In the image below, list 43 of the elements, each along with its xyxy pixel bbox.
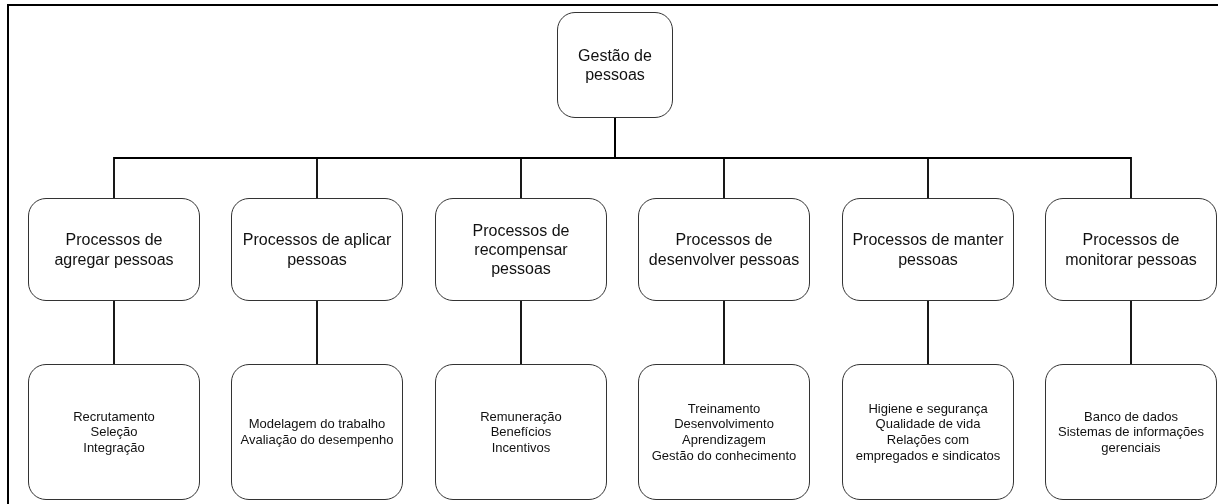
process-box [28,198,200,301]
box-label: Processos de monitorar pessoas [1064,230,1198,269]
activity-box [638,364,810,500]
activity-box [28,364,200,500]
process-box [435,198,607,301]
process-box [842,198,1014,301]
box-label: Recrutamento [73,408,155,425]
process-box [1045,198,1217,301]
activity-box [1045,364,1217,500]
box-label: Incentivos [491,439,551,456]
box-label: Benefícios [490,424,552,440]
box-label: Processos de aplicar pessoas [241,230,393,269]
process-box [638,198,810,301]
box-label: Processos de agregar pessoas [53,230,175,269]
box-label: Processos de desenvolver pessoas [647,230,801,269]
box-label: Avaliação do desempenho [240,432,394,448]
connector-line [1130,300,1132,365]
box-label: Processos de recompensar pessoas [471,220,571,279]
box-label: Desenvolvimento [674,416,774,432]
root-box [557,12,673,118]
box-label: Relações com empregados e sindicatos [854,432,1002,464]
box-label: Qualidade de vida [875,416,981,432]
activity-box [842,364,1014,500]
connector-line [316,300,318,365]
connector-line [927,300,929,365]
connector-line [520,300,522,365]
box-label: Modelagem do trabalho [248,416,386,432]
box-label: Gestão de pessoas [577,45,653,85]
connector-line [113,300,115,365]
activity-box [231,364,403,500]
box-label: Integração [83,439,145,456]
box-label: Sistemas de informações gerenciais [1057,424,1205,456]
box-label: Banco de dados [1084,408,1178,425]
box-label: Gestão do conhecimento [651,447,797,464]
box-label: Processos de manter pessoas [851,230,1005,269]
box-label: Remuneração [480,408,562,425]
box-label: Aprendizagem [682,432,766,448]
box-label: Higiene e segurança [868,400,988,417]
box-label: Treinamento [687,400,761,417]
activity-box [435,364,607,500]
box-label: Seleção [90,424,138,440]
process-box [231,198,403,301]
connector-line [723,300,725,365]
